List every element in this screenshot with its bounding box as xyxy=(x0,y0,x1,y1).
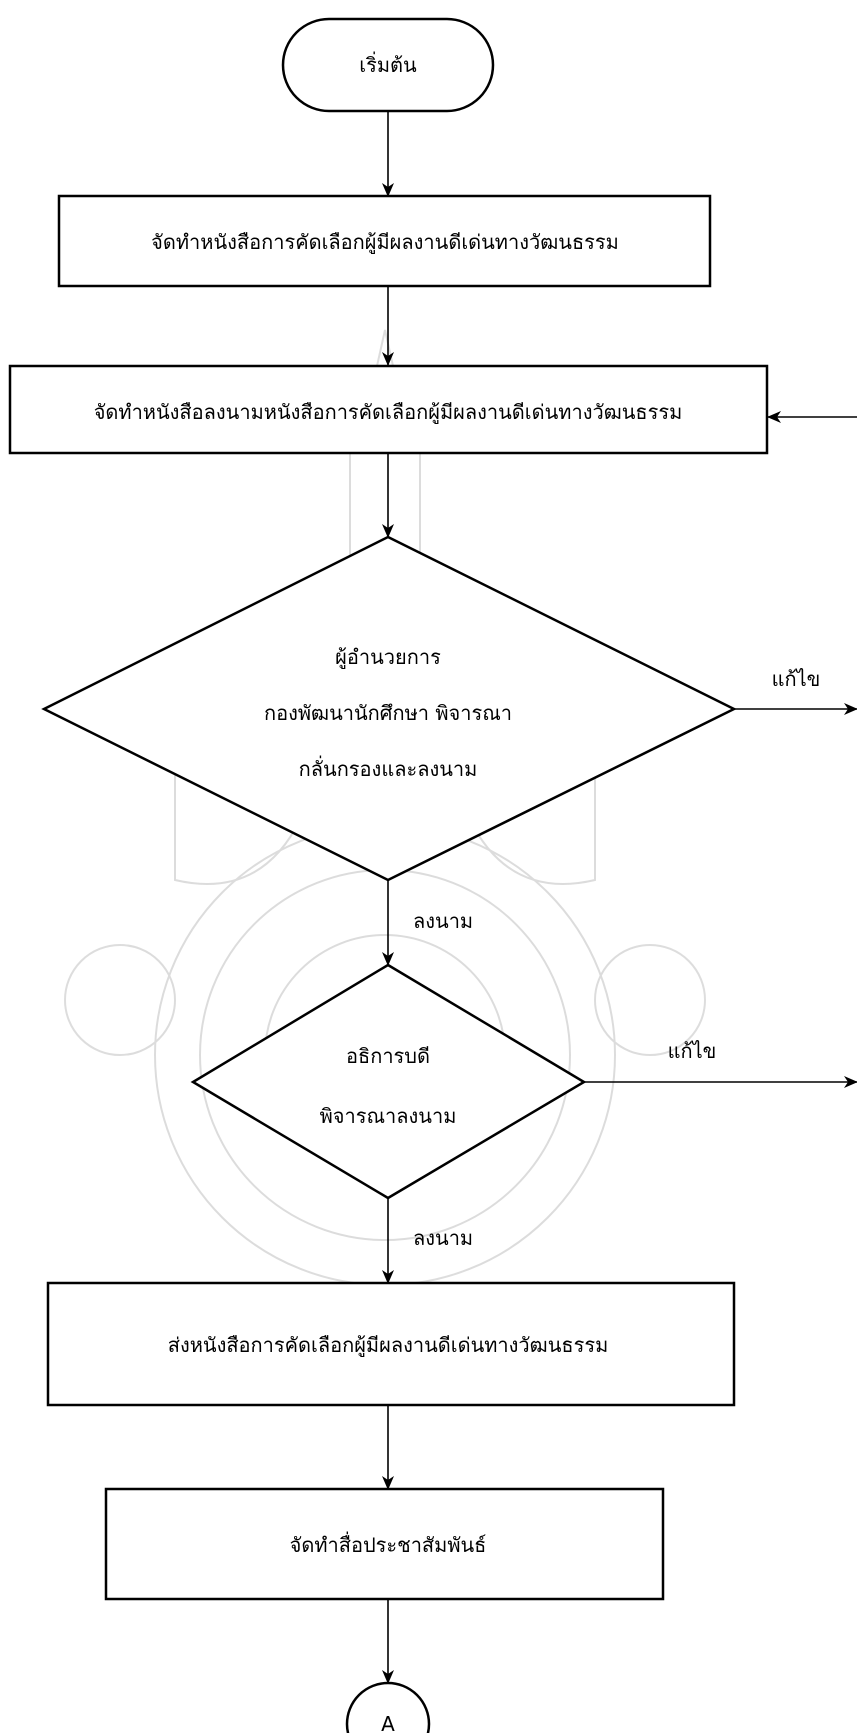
connector-circle xyxy=(345,1681,431,1733)
prepare-signing-box xyxy=(8,364,769,455)
publicity-box xyxy=(104,1487,665,1601)
director-signed-label: ลงนาม xyxy=(413,909,473,933)
start-label: เริ่มต้น xyxy=(359,51,417,77)
director-decision-line3: กลั่นกรองและลงนาม xyxy=(299,755,478,781)
president-revise-label: แก้ไข xyxy=(668,1039,717,1063)
director-revise-label: แก้ไข xyxy=(772,667,821,691)
prepare-document-box xyxy=(57,194,712,288)
connector-label: A xyxy=(381,1712,395,1733)
president-decision-line2: พิจารณาลงนาม xyxy=(320,1104,457,1128)
president-decision-diamond xyxy=(190,963,587,1200)
prepare-document-label: จัดทำหนังสือการคัดเลือกผู้มีผลงานดีเด่นท… xyxy=(151,230,619,255)
send-document-label: ส่งหนังสือการคัดเลือกผู้มีผลงานดีเด่นทาง… xyxy=(168,1333,609,1358)
prepare-signing-label: จัดทำหนังสือลงนามหนังสือการคัดเลือกผู้มี… xyxy=(94,400,683,425)
president-signed-label: ลงนาม xyxy=(413,1226,473,1250)
send-document-box xyxy=(46,1281,736,1407)
director-decision-line2: กองพัฒนานักศึกษา พิจารณา xyxy=(264,701,512,725)
publicity-label: จัดทำสื่อประชาสัมพันธ์ xyxy=(290,1531,487,1557)
president-decision-line1: อธิการบดี xyxy=(346,1044,430,1068)
director-decision-line1: ผู้อำนวยการ xyxy=(335,645,441,670)
